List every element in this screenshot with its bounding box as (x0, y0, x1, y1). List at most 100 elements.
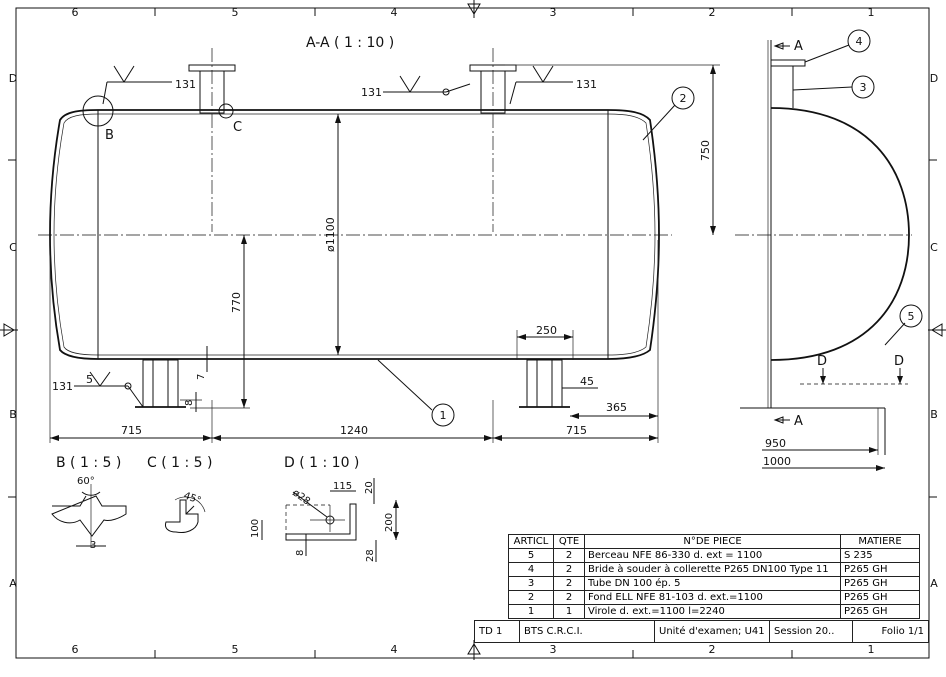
detail-b-view: B ( 1 : 5 ) 60° 3 (51, 455, 127, 551)
zone-bottom-6: 6 (72, 643, 79, 656)
material-cell: P265 GH (840, 604, 920, 619)
material-cell: P265 GH (840, 562, 920, 577)
dimension-text: 45 (580, 375, 594, 388)
table-row: 3 2 Tube DN 100 ép. 5 P265 GH (508, 576, 920, 591)
dimension-text: 365 (606, 401, 627, 414)
header-part-name: N°DE PIECE (584, 534, 841, 549)
dimension-diameter: ø1100 (324, 114, 341, 355)
weld-process-label: 131 (361, 86, 382, 99)
dimension-7: 7 (196, 346, 208, 380)
material-cell: S 235 (840, 548, 920, 563)
cradle-right (519, 359, 570, 408)
dimension-text: ø1100 (324, 217, 337, 252)
weld-process-label: 131 (576, 78, 597, 91)
parts-list-header: ARTICL QTE N°DE PIECE MATIERE (508, 534, 920, 549)
zone-left-A: A (9, 577, 17, 590)
detail-d-100: 100 (250, 519, 261, 538)
part-name-cell: Tube DN 100 ép. 5 (584, 576, 841, 591)
quantity-cell: 1 (553, 604, 585, 619)
weld-symbol-2: 131 (361, 75, 471, 99)
detail-d-115: 115 (333, 481, 352, 492)
zone-right-C: C (930, 241, 938, 254)
title-block-exam-unit: Unité d'examen; U41 (654, 620, 770, 643)
dimension-text: 250 (536, 324, 557, 337)
material-cell: P265 GH (840, 576, 920, 591)
weld-symbol-1: 131 (102, 65, 196, 105)
detail-b-angle: 60° (77, 476, 95, 487)
zone-top-1: 1 (868, 6, 875, 19)
weld-size-label: 5 (86, 373, 93, 386)
balloon-number: 4 (856, 35, 863, 48)
balloon-number: 5 (908, 310, 915, 323)
table-row: 5 2 Berceau NFE 86-330 d. ext = 1100 S 2… (508, 548, 920, 563)
cradle-left (135, 359, 186, 408)
detail-d-view: D ( 1 : 10 ) ø28 115 20 200 100 8 28 (250, 455, 399, 562)
zone-left-D: D (9, 72, 17, 85)
title-block-program: BTS C.R.C.I. (519, 620, 655, 643)
zone-grid: 6 5 4 3 2 1 6 5 4 3 2 1 D C B A D C B A (0, 0, 946, 660)
title-block: TD 1 BTS C.R.C.I. Unité d'examen; U41 Se… (474, 620, 929, 643)
nozzle-left (188, 48, 236, 232)
article-cell: 4 (508, 562, 554, 577)
title-block-folio: Folio 1/1 (852, 620, 929, 643)
dimension-770: 770 (190, 235, 250, 409)
section-arrow-d-left: D (817, 354, 827, 369)
article-cell: 2 (508, 590, 554, 605)
zone-bottom-4: 4 (391, 643, 398, 656)
detail-label-b: B (105, 128, 114, 143)
table-row: 2 2 Fond ELL NFE 81-103 d. ext.=1100 P26… (508, 590, 920, 605)
dimension-250: 250 (516, 324, 574, 360)
zone-bottom-5: 5 (232, 643, 239, 656)
dimension-chain-bottom: 715 1240 715 (49, 240, 659, 443)
item-balloon-4: 4 (804, 29, 871, 63)
dimension-950: 950 (765, 437, 786, 450)
zone-top-2: 2 (709, 6, 716, 19)
item-balloon-3: 3 (792, 75, 875, 99)
header-article: ARTICL (508, 534, 554, 549)
material-cell: P265 GH (840, 590, 920, 605)
detail-d-200: 200 (384, 513, 395, 532)
dimension-8: 8 (180, 392, 202, 412)
zone-top-4: 4 (391, 6, 398, 19)
vessel-shell (38, 109, 672, 360)
item-balloon-1: 1 (377, 359, 455, 427)
article-cell: 3 (508, 576, 554, 591)
dimension-text: 7 (196, 374, 207, 380)
section-arrow-a-top: A (794, 39, 803, 54)
dimension-715-left: 715 (121, 424, 142, 437)
zone-left-C: C (9, 241, 17, 254)
weld-symbol-5: 131 5 (52, 371, 144, 408)
zone-top-5: 5 (232, 6, 239, 19)
drawing-border (15, 7, 930, 659)
title-block-session: Session 20.. (769, 620, 853, 643)
detail-d-20: 20 (364, 481, 375, 494)
dimension-text: 750 (699, 140, 712, 161)
zone-top-3: 3 (550, 6, 557, 19)
dimension-1000: 1000 (763, 455, 791, 468)
detail-b-title: B ( 1 : 5 ) (56, 455, 121, 471)
dimension-45: 45 (562, 375, 598, 389)
dimension-365: 365 (570, 401, 658, 419)
zone-right-B: B (930, 408, 938, 421)
zone-right-D: D (930, 72, 938, 85)
table-row: 1 1 Virole d. ext.=1100 l=2240 P265 GH (508, 604, 920, 619)
section-arrow-d-right: D (894, 354, 904, 369)
side-view: A A D D 950 1000 (735, 39, 912, 471)
detail-circle-b (82, 95, 114, 127)
header-material: MATIERE (840, 534, 920, 549)
article-cell: 1 (508, 604, 554, 619)
dimension-text: 770 (230, 292, 243, 313)
part-name-cell: Berceau NFE 86-330 d. ext = 1100 (584, 548, 841, 563)
title-block-td: TD 1 (474, 620, 520, 643)
zone-left-B: B (9, 408, 17, 421)
part-name-cell: Virole d. ext.=1100 l=2240 (584, 604, 841, 619)
section-arrow-a-bottom: A (794, 414, 803, 429)
detail-d-8: 8 (295, 550, 306, 556)
balloon-number: 3 (860, 81, 867, 94)
weld-symbol-3: 131 (509, 65, 597, 105)
quantity-cell: 2 (553, 548, 585, 563)
dimension-750: 750 (505, 64, 720, 235)
zone-bottom-2: 2 (709, 643, 716, 656)
balloon-number: 2 (680, 92, 687, 105)
